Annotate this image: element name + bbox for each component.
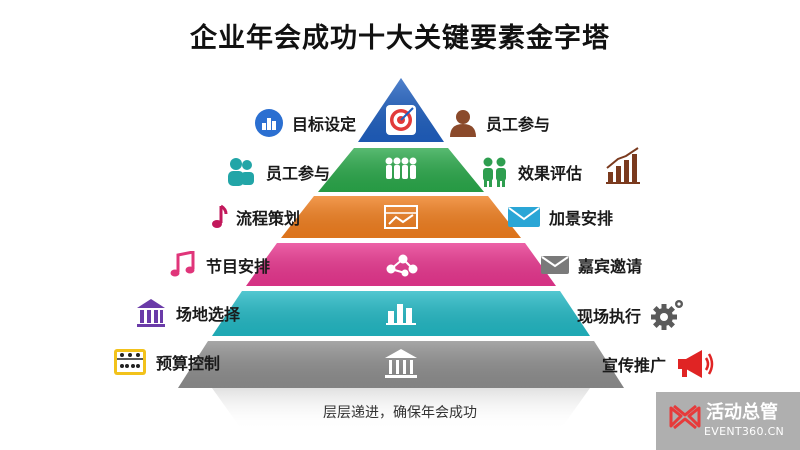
flowchart-icon <box>384 205 418 229</box>
bar-chart-icon <box>386 304 416 325</box>
label-budget-control: 预算控制 <box>155 354 220 373</box>
pyramid-reflection <box>212 388 590 430</box>
watermark-title: 活动总管 <box>706 402 778 423</box>
label-left-6: 预算控制 <box>70 346 220 378</box>
person-icon <box>450 110 476 137</box>
label-process-planning: 流程策划 <box>235 209 300 228</box>
people-pair-icon <box>483 157 506 187</box>
people-icon <box>227 158 254 186</box>
watermark-url: EVENT360.CN <box>704 425 785 438</box>
envelope-icon <box>541 256 569 274</box>
target-icon <box>386 105 416 135</box>
label-publicity-promotion: 宣传推广 <box>602 356 667 375</box>
label-goal-setting: 目标设定 <box>291 115 356 134</box>
people-group-icon <box>385 157 417 179</box>
watermark-background <box>656 392 800 450</box>
label-on-site-execution: 现场执行 <box>577 307 642 326</box>
label-right-2: 效果评估 <box>480 156 600 188</box>
label-right-1: 员工参与 <box>448 108 608 138</box>
building-icon <box>136 299 165 327</box>
label-staff-participation-right: 员工参与 <box>486 115 551 134</box>
label-left-2: 员工参与 <box>150 156 330 188</box>
label-scene-arrangement: 加景安排 <box>549 209 614 228</box>
bank-icon <box>385 349 417 378</box>
trend-chart-icon <box>606 147 640 184</box>
label-venue-selection: 场地选择 <box>175 305 240 324</box>
envelope-icon <box>508 207 540 227</box>
network-icon <box>386 254 418 277</box>
watermark-logo-icon <box>669 404 701 430</box>
label-right-6: 宣传推广 <box>602 346 732 382</box>
label-guest-invitation: 嘉宾邀请 <box>578 257 643 276</box>
caption: 层层递进，确保年会成功 <box>323 405 477 421</box>
megaphone-icon <box>678 350 714 378</box>
label-left-5: 场地选择 <box>90 296 240 330</box>
abacus-icon <box>113 349 146 375</box>
label-program-arrangement: 节目安排 <box>205 257 270 276</box>
music-note-icon <box>211 204 228 228</box>
label-left-3: 流程策划 <box>150 202 300 232</box>
label-right-4: 嘉宾邀请 <box>540 250 670 280</box>
label-right-5: 现场执行 <box>577 298 697 332</box>
gear-icon <box>651 300 684 330</box>
music-notes-icon <box>170 251 195 277</box>
label-effect-evaluation: 效果评估 <box>518 164 583 183</box>
label-right-3: 加景安排 <box>507 202 637 232</box>
label-left-4: 节目安排 <box>150 250 270 280</box>
bar-chart-badge-icon <box>254 109 283 137</box>
label-staff-participation: 员工参与 <box>265 164 330 183</box>
label-left-1: 目标设定 <box>200 108 356 138</box>
page-title: 企业年会成功十大关键要素金字塔 <box>190 23 610 54</box>
